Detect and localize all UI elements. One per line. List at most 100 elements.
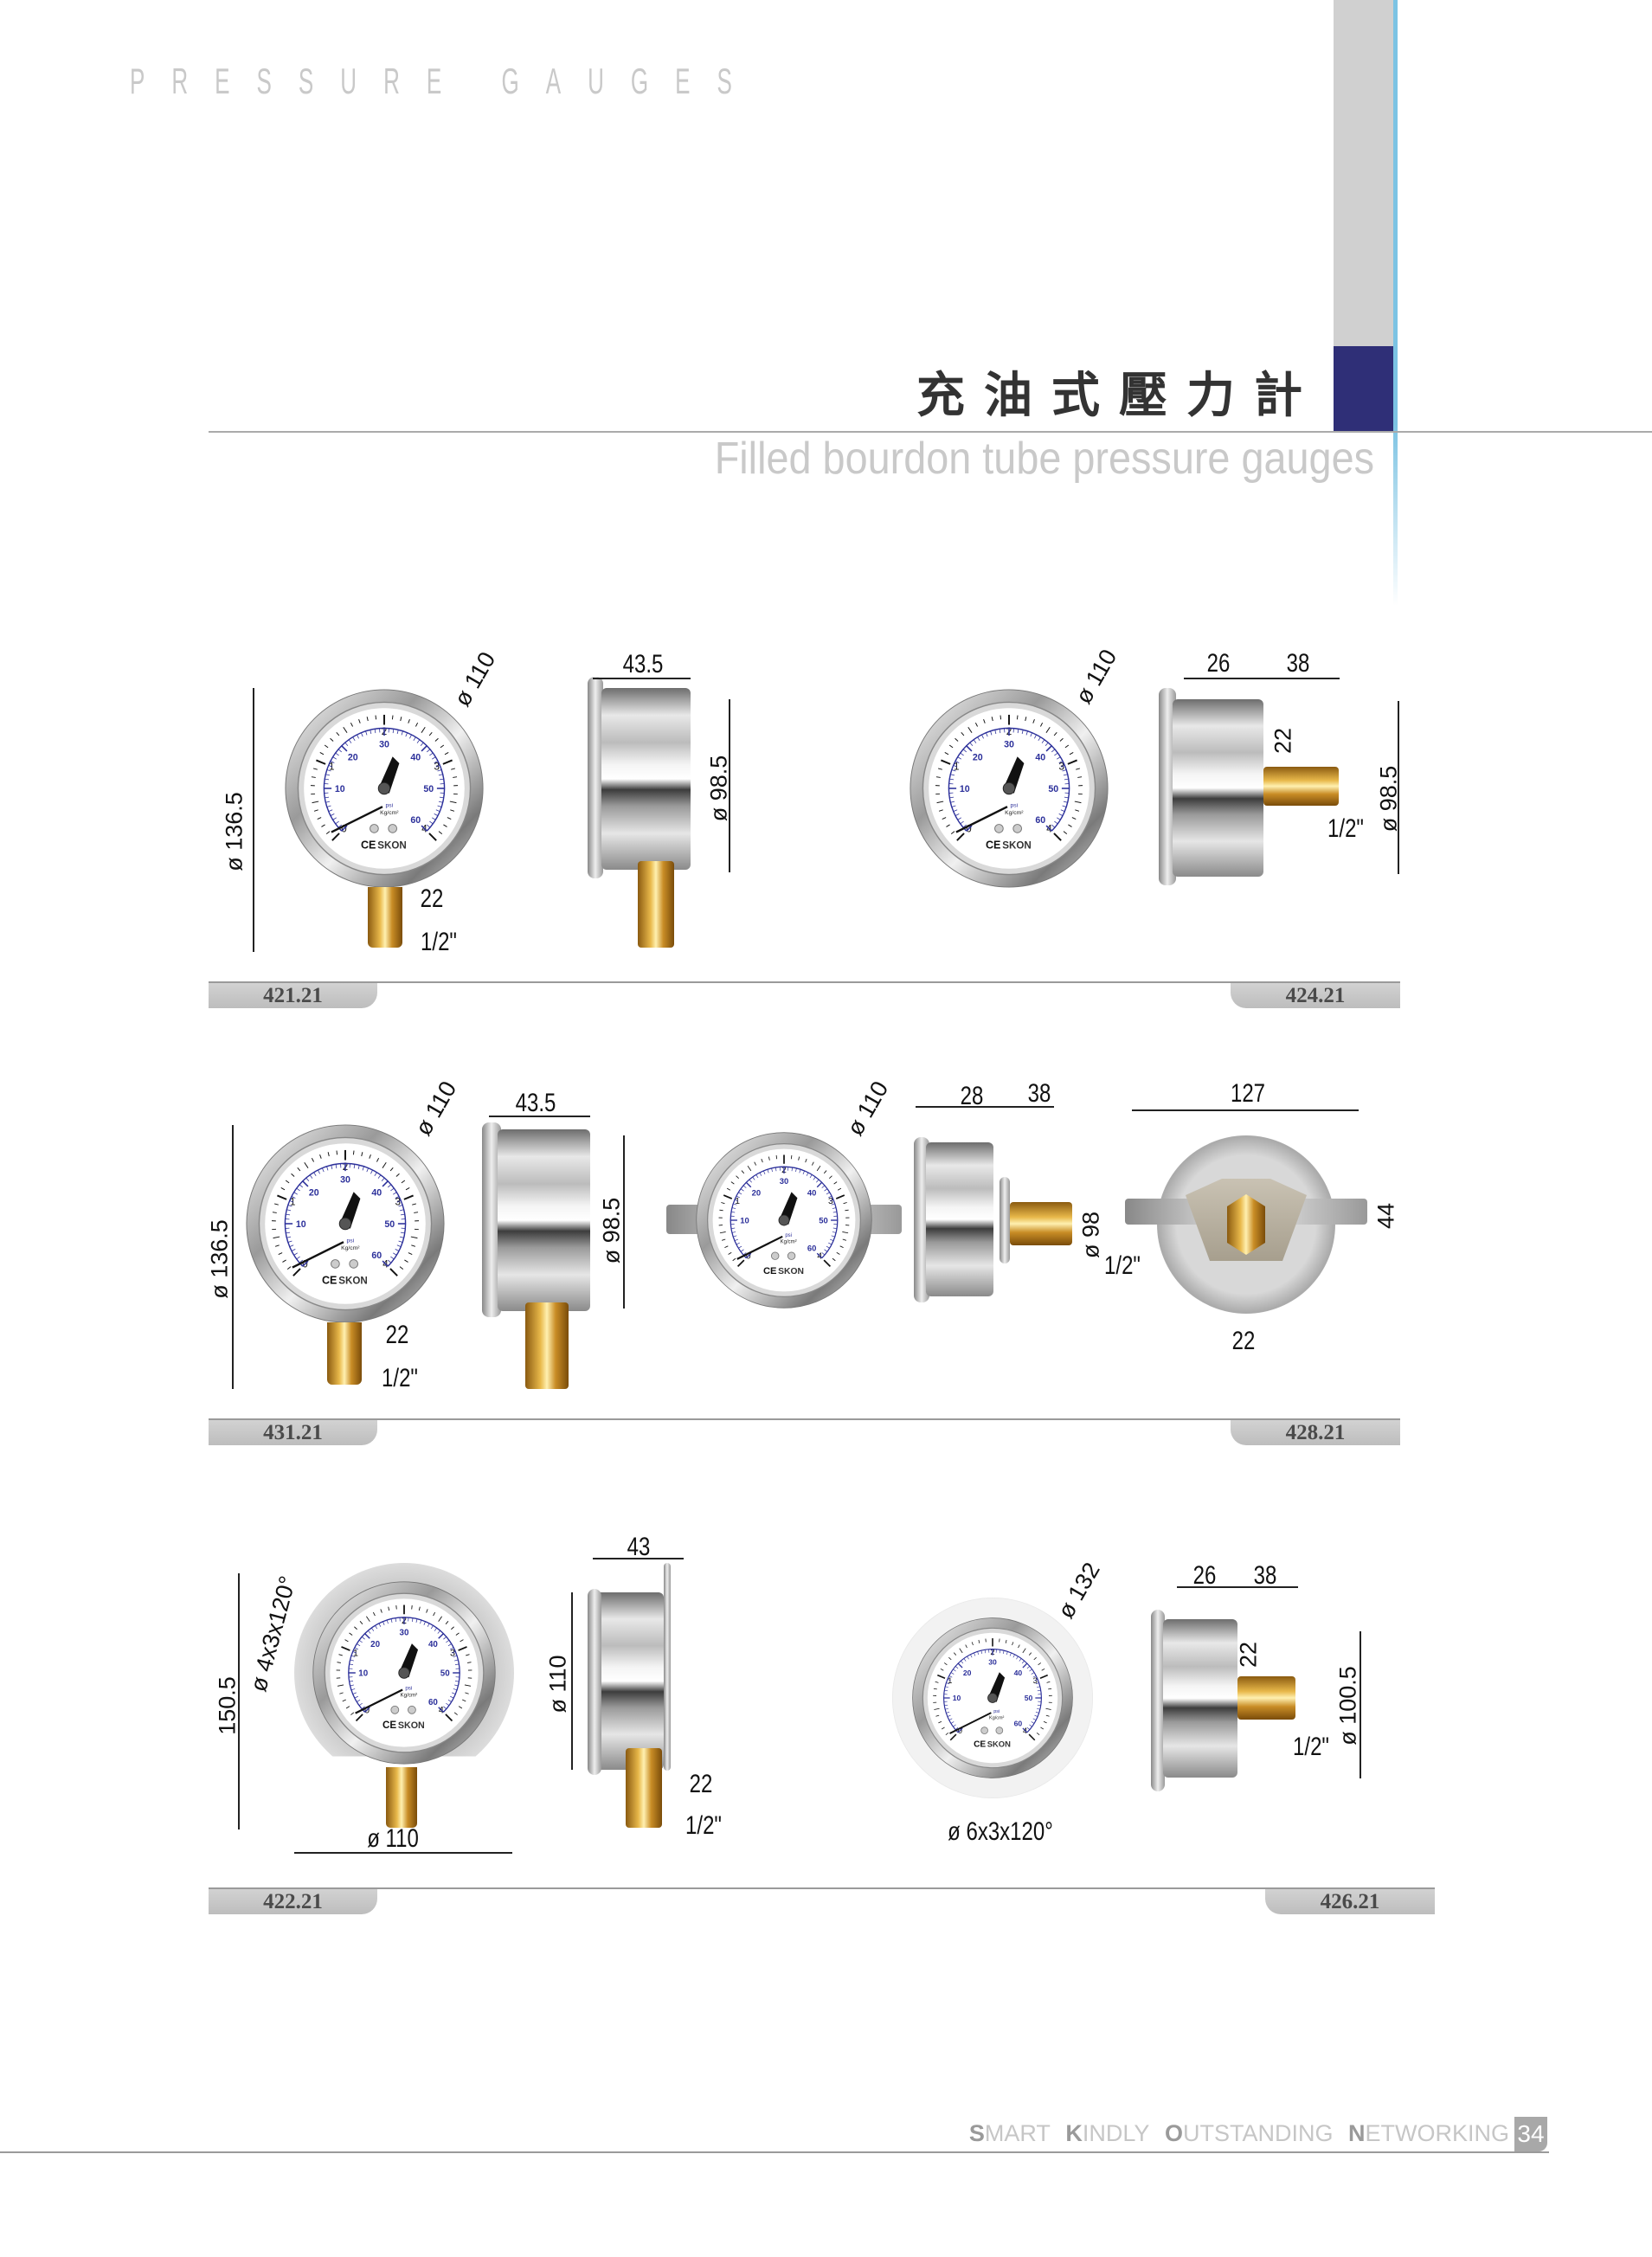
inner-tick xyxy=(364,1707,370,1713)
dimension-line xyxy=(1398,701,1399,874)
inner-scale-label: 50 xyxy=(423,784,434,794)
inner-tick xyxy=(370,730,372,735)
screw-icon xyxy=(1012,824,1022,833)
screw-icon xyxy=(980,1727,988,1734)
dimension-line xyxy=(238,1573,240,1829)
outer-tick xyxy=(1071,817,1077,820)
inner-tick xyxy=(446,1702,450,1707)
outer-tick xyxy=(331,833,340,841)
inner-tick xyxy=(973,739,977,743)
inner-tick xyxy=(953,765,958,768)
outer-tick xyxy=(843,1202,847,1205)
inner-scale-label: 60 xyxy=(371,1251,382,1261)
inner-scale-label: 30 xyxy=(988,1658,997,1667)
inner-tick xyxy=(832,1227,838,1230)
inner-tick xyxy=(454,1659,459,1662)
inner-tick xyxy=(831,1235,835,1238)
outer-tick xyxy=(317,817,322,820)
inner-tick xyxy=(1045,825,1052,832)
inner-tick xyxy=(438,1707,444,1713)
inner-tick xyxy=(977,736,980,741)
inner-tick xyxy=(331,1165,333,1170)
outer-tick xyxy=(1041,1668,1045,1671)
needle xyxy=(736,1235,783,1260)
inner-scale-label: 10 xyxy=(296,1219,306,1230)
inner-tick xyxy=(400,1231,405,1234)
outer-tick xyxy=(453,776,458,778)
ce-mark: CE xyxy=(763,1266,776,1276)
screw-icon xyxy=(995,1727,1004,1734)
outer-tick xyxy=(974,722,979,727)
inner-tick xyxy=(736,1242,740,1245)
outer-tick xyxy=(728,1251,732,1255)
inner-tick xyxy=(791,1167,794,1172)
gauge-side-view xyxy=(595,1592,664,1770)
inner-scale-label: 40 xyxy=(1014,1669,1023,1677)
brand-logo: SKON xyxy=(778,1267,804,1276)
inner-tick xyxy=(738,1245,742,1249)
outer-tick xyxy=(723,1194,733,1199)
inner-tick xyxy=(325,778,330,781)
screw-icon xyxy=(408,1705,416,1714)
inner-tick xyxy=(366,1167,369,1173)
inner-tick xyxy=(437,805,442,807)
outer-tick xyxy=(361,1152,363,1157)
needle-hub xyxy=(338,1217,352,1231)
outer-tick xyxy=(355,1714,363,1722)
inner-scale-label: 50 xyxy=(384,1219,395,1230)
inner-tick xyxy=(434,813,439,816)
outer-tick xyxy=(352,1150,355,1155)
inner-tick xyxy=(1062,769,1067,772)
gauge-side-view xyxy=(498,1129,590,1311)
inner-tick xyxy=(453,1688,458,1691)
inner-tick xyxy=(951,805,956,807)
dim-depth: 43 xyxy=(627,1533,651,1561)
inner-tick xyxy=(293,1252,298,1256)
unit-kgcm2: Kg/cm² xyxy=(341,1245,360,1251)
inner-tick xyxy=(302,1180,309,1187)
inner-tick xyxy=(832,1207,837,1209)
outer-tick xyxy=(319,752,325,756)
outer-tick xyxy=(1063,831,1068,835)
outer-tick xyxy=(941,759,951,765)
inner-scale-label: 20 xyxy=(309,1188,319,1199)
inner-tick xyxy=(950,801,955,803)
unit-psi: psi xyxy=(1010,802,1018,808)
brass-fitting xyxy=(626,1748,662,1828)
inner-tick xyxy=(953,1724,956,1727)
inner-tick xyxy=(1034,1714,1038,1717)
brand-logo: SKON xyxy=(1002,840,1031,852)
needle-hub xyxy=(778,1214,790,1226)
dimension-line xyxy=(1360,1631,1361,1778)
inner-scale-label: 60 xyxy=(807,1244,817,1254)
inner-tick xyxy=(325,801,331,803)
outer-tick xyxy=(336,732,340,736)
inner-tick xyxy=(454,1684,459,1687)
outer-tick xyxy=(428,833,437,841)
outer-tick xyxy=(842,1231,849,1234)
outer-tick xyxy=(341,1646,350,1651)
section-divider xyxy=(209,1887,1435,1889)
inner-tick xyxy=(390,1187,395,1192)
outer-tick xyxy=(395,1605,397,1610)
inner-tick xyxy=(1062,805,1067,807)
unit-psi: psi xyxy=(385,802,393,808)
dim-stem: 38 xyxy=(1027,1079,1051,1108)
ce-mark: CE xyxy=(986,839,1000,852)
inner-tick xyxy=(1016,1656,1019,1660)
inner-tick xyxy=(1026,1727,1031,1730)
outer-tick xyxy=(311,1157,315,1162)
dim-thread: 1/2" xyxy=(685,1811,722,1840)
outer-tick xyxy=(935,1714,940,1717)
inner-scale-label: 50 xyxy=(440,1669,450,1679)
needle-hub xyxy=(398,1667,410,1679)
inner-tick xyxy=(1035,1711,1039,1714)
dimension-line xyxy=(571,1592,573,1770)
brass-fitting xyxy=(1237,1676,1295,1720)
inner-tick xyxy=(1058,813,1064,816)
outer-tick xyxy=(741,1170,745,1174)
